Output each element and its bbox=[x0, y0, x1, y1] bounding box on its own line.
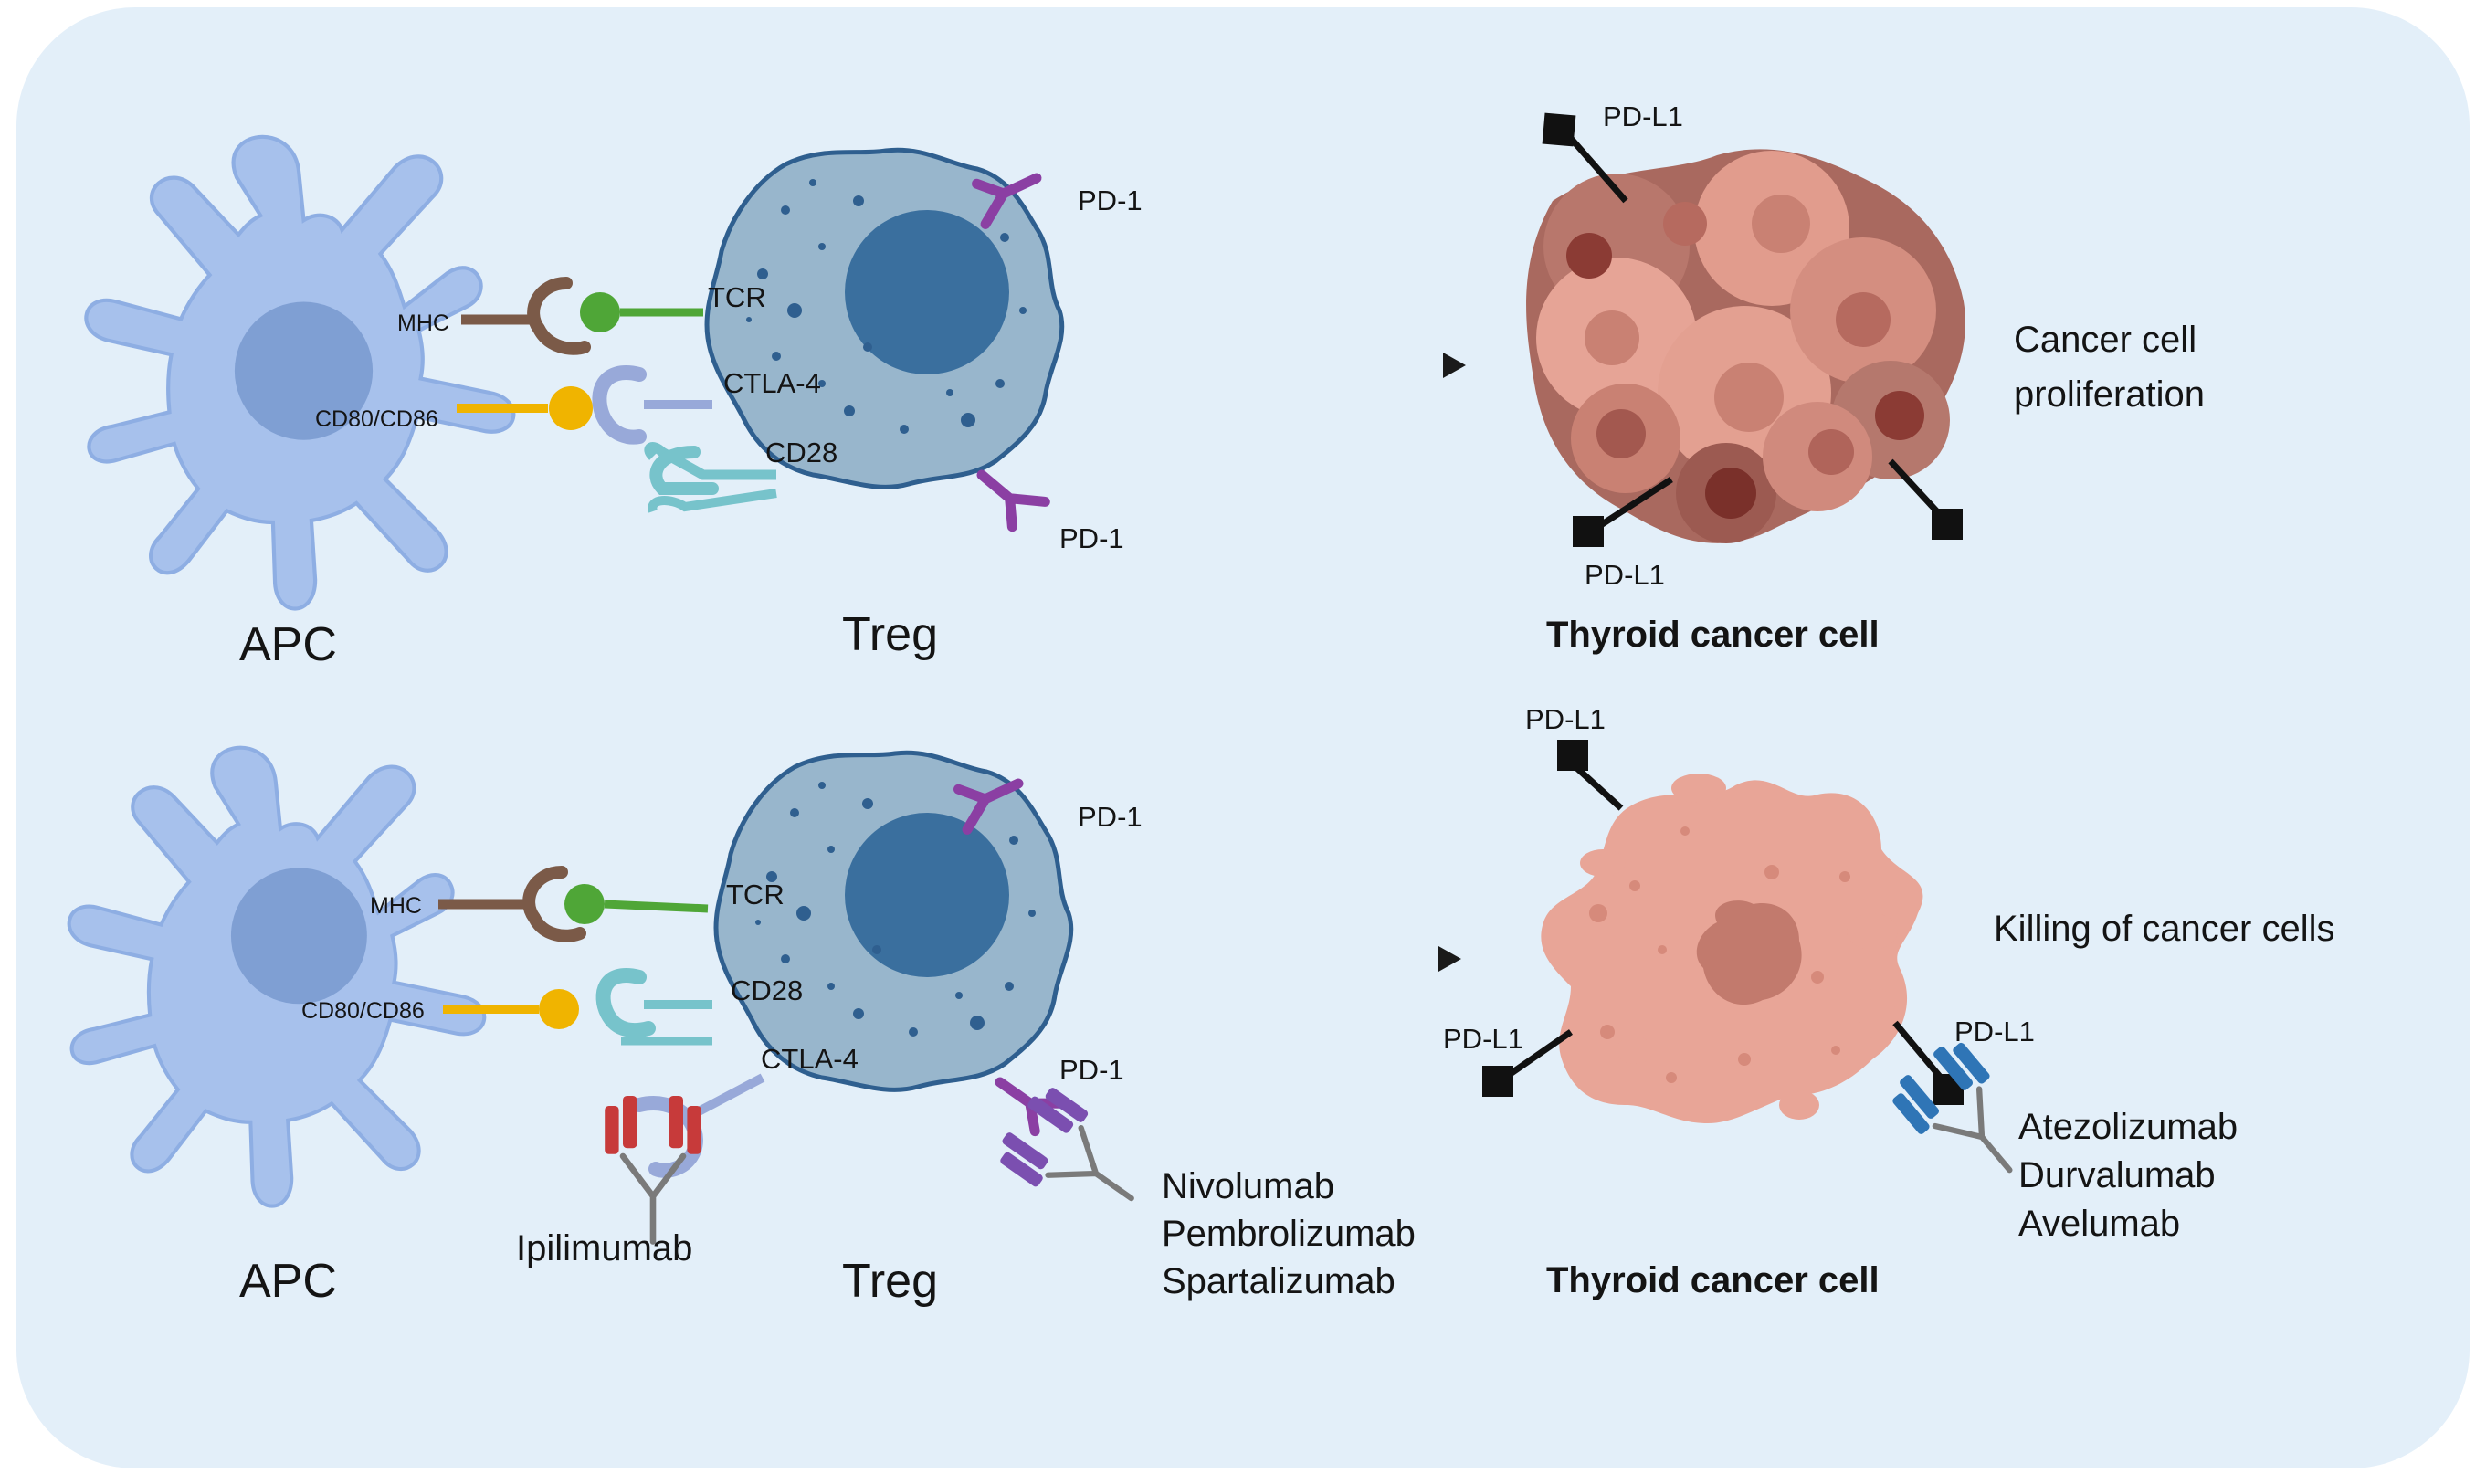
pd1-label-top-upper: PD-1 bbox=[1078, 184, 1143, 216]
bottom-panel: MHC CD80/CD86 TCR CD28 CTLA-4 PD-1 PD-1 … bbox=[69, 703, 2335, 1308]
cd28-label-bottom: CD28 bbox=[731, 974, 803, 1006]
treg-granules-bottom bbox=[755, 782, 1036, 1037]
pdl1-label-top-lower: PD-L1 bbox=[1585, 559, 1665, 591]
pdl1-drug-1: Atezolizumab bbox=[2018, 1107, 2238, 1147]
cd28-stem-top bbox=[644, 442, 776, 480]
cd28-label-top: CD28 bbox=[765, 437, 837, 468]
pdl1-bottom-top bbox=[1557, 740, 1588, 771]
pdl1-bottom-left bbox=[1482, 1066, 1513, 1097]
treg-nucleus bbox=[845, 210, 1009, 374]
tcr-stem-bottom bbox=[604, 900, 709, 913]
apc-cell-top bbox=[86, 137, 513, 609]
pdl1-stem-bottom-left bbox=[1510, 1029, 1573, 1076]
pdl1-stem-bottom-right bbox=[1892, 1020, 1944, 1080]
cd80-label-top: CD80/CD86 bbox=[315, 406, 438, 432]
pdl1-label-top-upper: PD-L1 bbox=[1603, 100, 1683, 132]
pdl1-drug-2: Durvalumab bbox=[2018, 1155, 2216, 1195]
tcr-ball-bottom bbox=[564, 884, 605, 924]
apc-label-top: APC bbox=[239, 618, 337, 671]
tcr-label-top: TCR bbox=[708, 281, 766, 313]
pdl1-label-bottom-left: PD-L1 bbox=[1443, 1023, 1523, 1055]
cancer-label-top: Thyroid cancer cell bbox=[1546, 615, 1880, 655]
apc-label-bottom: APC bbox=[239, 1255, 337, 1308]
cd28-cup-bottom bbox=[595, 968, 656, 1037]
killed-tumor-cell bbox=[1541, 774, 1923, 1123]
treg-nucleus-bottom bbox=[845, 813, 1009, 977]
treg-cell-bottom bbox=[716, 753, 1071, 1089]
pdl1-label-bottom-right: PD-L1 bbox=[1954, 1016, 2035, 1047]
cd28-cup-top bbox=[649, 446, 719, 495]
pd1-drug-2: Pembrolizumab bbox=[1162, 1214, 1416, 1254]
pdl1-top-lower-right bbox=[1932, 509, 1963, 540]
pd1-label-bottom-upper: PD-1 bbox=[1078, 801, 1143, 833]
mhc-cup-bottom bbox=[522, 866, 586, 942]
pdl1-top-upper bbox=[1542, 112, 1576, 147]
tumor-cluster-top bbox=[1526, 149, 1965, 543]
cd80-ball-top bbox=[549, 386, 593, 430]
cd80-label-bottom: CD80/CD86 bbox=[301, 998, 425, 1024]
cancer-label-bottom: Thyroid cancer cell bbox=[1546, 1260, 1880, 1300]
ctla4-label-bottom: CTLA-4 bbox=[761, 1043, 859, 1075]
ipilimumab-label: Ipilimumab bbox=[516, 1228, 692, 1268]
apc-cell-bottom bbox=[69, 748, 485, 1206]
treg-label-top: Treg bbox=[842, 608, 938, 661]
top-panel: MHC CD80/CD86 TCR CTLA-4 CD28 PD-1 PD-1 … bbox=[86, 100, 2205, 671]
pdl1-top-lower-left bbox=[1573, 516, 1604, 547]
arrow-top-head bbox=[1443, 353, 1466, 378]
treg-granules bbox=[746, 179, 1027, 434]
cd80-ball-bottom bbox=[539, 989, 579, 1029]
tcr-ball-top bbox=[580, 292, 620, 332]
outcome-top-line2: proliferation bbox=[2014, 374, 2205, 415]
outcome-top-line1: Cancer cell bbox=[2014, 320, 2196, 360]
outcome-bottom: Killing of cancer cells bbox=[1994, 909, 2335, 949]
ctla4-cup-top bbox=[592, 365, 647, 445]
arrow-bottom-head bbox=[1438, 946, 1461, 972]
pdl1-label-bottom-top: PD-L1 bbox=[1525, 703, 1606, 735]
cd28-lower-top bbox=[648, 489, 777, 513]
pdl1-drug-3: Avelumab bbox=[2018, 1204, 2180, 1244]
mhc-label-top: MHC bbox=[397, 310, 449, 336]
tumor-debris bbox=[1589, 826, 1850, 1083]
tcr-label-bottom: TCR bbox=[726, 879, 785, 910]
ctla4-label-top: CTLA-4 bbox=[723, 367, 821, 399]
pd1-drug-1: Nivolumab bbox=[1162, 1166, 1334, 1206]
apc-nucleus-bottom bbox=[230, 868, 367, 1005]
treg-label-bottom: Treg bbox=[842, 1255, 938, 1308]
tumor-fragments bbox=[1580, 774, 1898, 1120]
treg-cell-top bbox=[707, 150, 1062, 487]
pdl1-stem-top-lower-left bbox=[1592, 477, 1673, 532]
pd1-drug-3: Spartalizumab bbox=[1162, 1261, 1396, 1301]
mhc-label-bottom: MHC bbox=[370, 893, 422, 919]
pd1-label-bottom-lower: PD-1 bbox=[1059, 1054, 1124, 1086]
pd1-label-top-lower: PD-1 bbox=[1059, 522, 1124, 554]
apc-nucleus bbox=[234, 301, 374, 440]
mhc-cup-top bbox=[527, 277, 591, 355]
